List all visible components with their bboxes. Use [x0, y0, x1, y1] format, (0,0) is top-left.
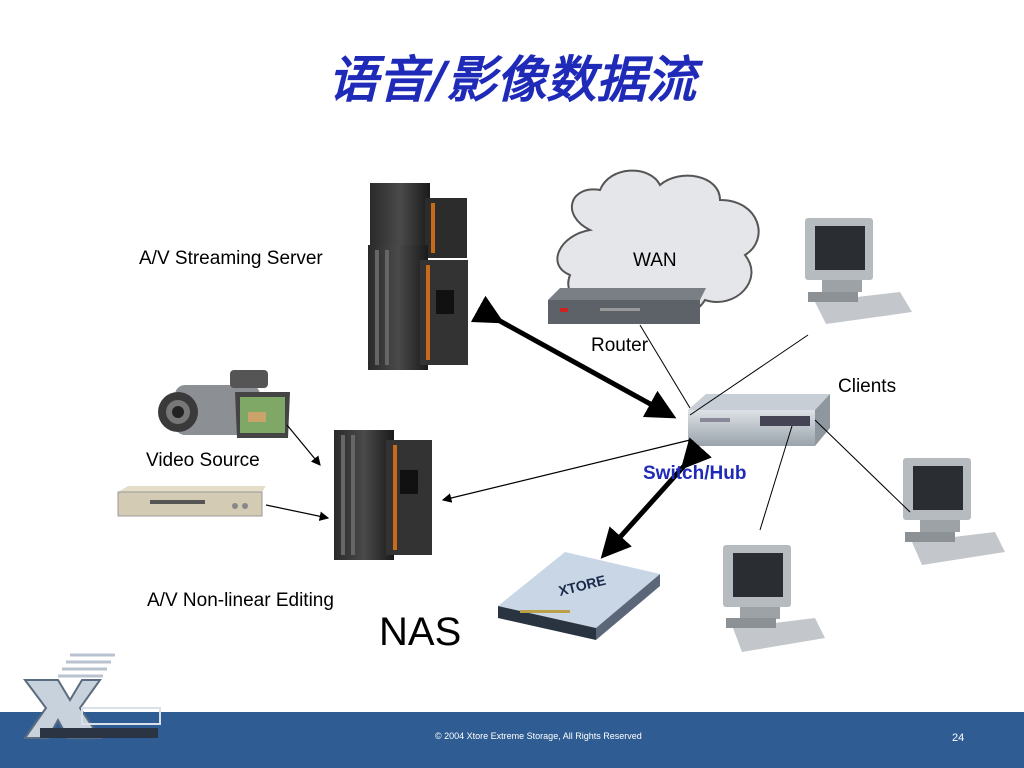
streaming-server-icon: [368, 183, 468, 370]
editing-server-icon: [334, 430, 432, 560]
footer-bar: © 2004 Xtore Extreme Storage, All Rights…: [0, 712, 1024, 768]
label-switch-hub: Switch/Hub: [643, 463, 747, 484]
router-icon: [548, 288, 706, 324]
network-diagram: XTORE: [117, 169, 1005, 652]
label-nas: NAS: [379, 610, 462, 654]
copyright-text: © 2004 Xtore Extreme Storage, All Rights…: [435, 731, 642, 741]
client-pc-icon-right: [903, 458, 1005, 565]
dvd-player-icon: [117, 486, 266, 517]
nas-appliance-icon: XTORE: [498, 552, 660, 640]
label-wan: WAN: [633, 250, 677, 271]
page-number: 24: [952, 732, 965, 744]
label-clients: Clients: [838, 376, 897, 397]
xtore-logo: [20, 650, 170, 740]
label-video-source: Video Source: [146, 450, 260, 471]
client-pc-icon-bottom: [723, 545, 825, 652]
label-streaming-server: A/V Streaming Server: [139, 248, 323, 269]
camcorder-icon: [158, 370, 290, 438]
slide-title: 语音/影像数据流: [327, 50, 697, 109]
switch-hub-icon: [688, 394, 830, 446]
label-router: Router: [591, 335, 649, 356]
label-editing: A/V Non-linear Editing: [147, 590, 334, 611]
client-pc-icon-top: [805, 218, 912, 324]
connection-lines: [265, 295, 911, 559]
